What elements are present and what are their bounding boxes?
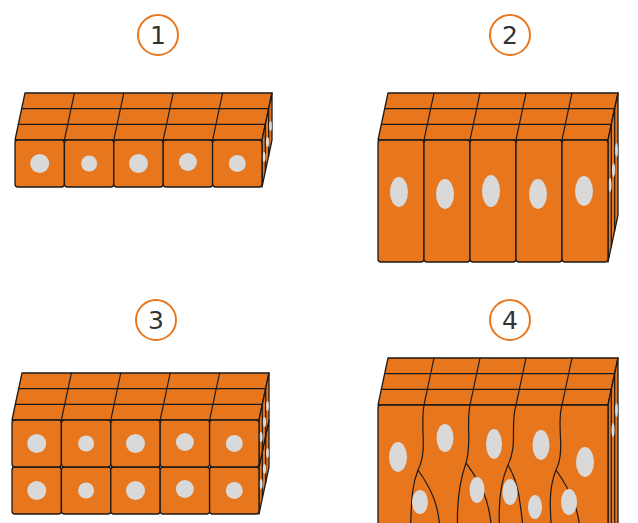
- simple-cuboidal: [15, 93, 272, 187]
- stratified-cuboidal-upper: [12, 373, 269, 467]
- callout-circle: 2: [489, 14, 531, 56]
- callout-circle: 4: [489, 299, 531, 341]
- callout-number: 2: [502, 23, 518, 48]
- pseudostratified-columnar: [378, 358, 618, 523]
- callout-number: 1: [150, 23, 166, 48]
- callout-number: 4: [502, 308, 518, 333]
- callout-number: 3: [148, 308, 164, 333]
- simple-columnar: [378, 93, 618, 262]
- callout-circle: 1: [137, 14, 179, 56]
- callout-circle: 3: [135, 299, 177, 341]
